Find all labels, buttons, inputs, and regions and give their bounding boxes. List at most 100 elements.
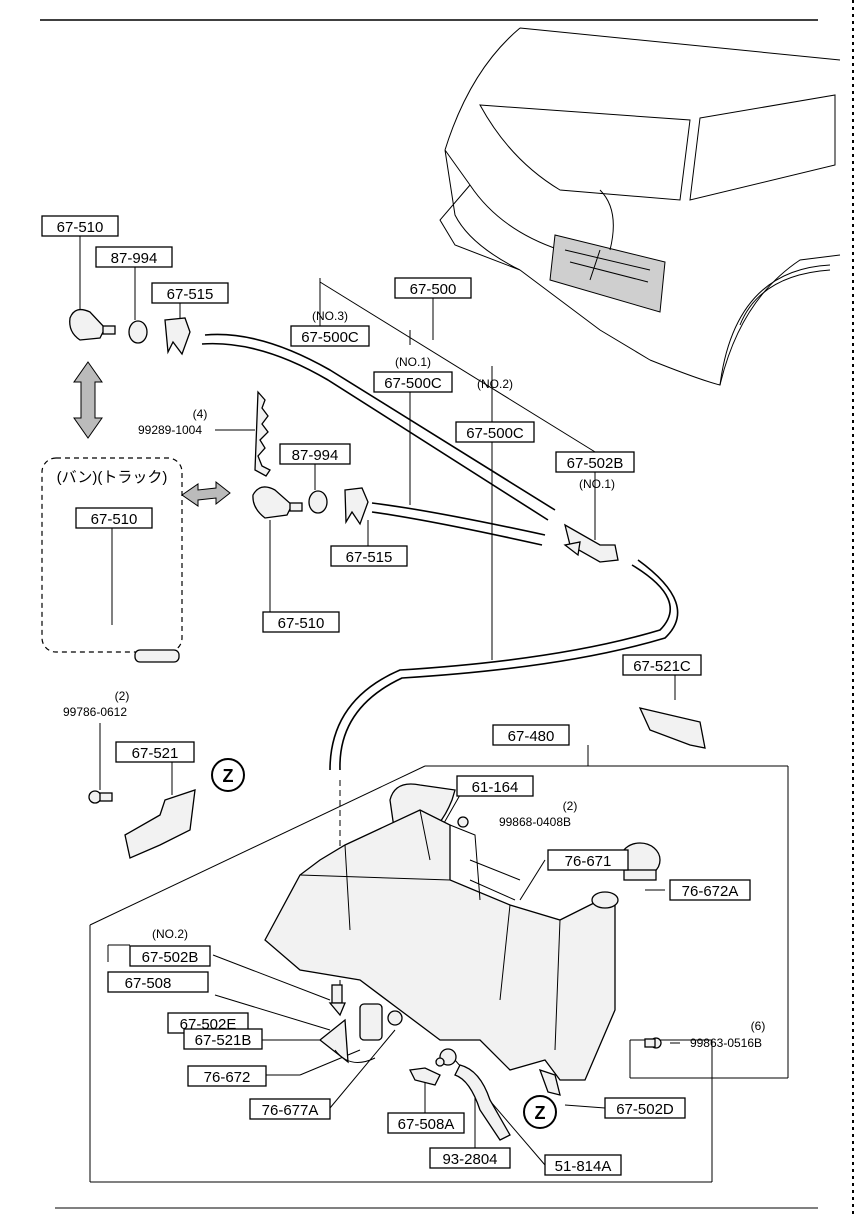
pump-icon	[318, 1003, 383, 1064]
grommet-icon	[308, 490, 328, 514]
svg-text:51-814A: 51-814A	[555, 1158, 612, 1175]
part-label[interactable]: 67-515	[151, 282, 229, 304]
svg-text:67-515: 67-515	[346, 549, 393, 566]
part-label[interactable]: 67-502D	[604, 1097, 686, 1119]
svg-text:76-672: 76-672	[204, 1069, 251, 1086]
part-label[interactable]: 67-510	[262, 611, 340, 633]
svg-text:61-164: 61-164	[472, 779, 519, 796]
part-label[interactable]: 67-500C	[455, 421, 535, 443]
washer-tank-icon	[264, 809, 616, 1081]
part-label[interactable]: 76-671	[547, 849, 629, 871]
part-label[interactable]: 67-521C	[622, 654, 702, 676]
grommet-icon	[387, 1010, 457, 1066]
svg-text:76-672A: 76-672A	[682, 883, 739, 900]
hose-lines	[201, 333, 679, 771]
svg-text:67-510: 67-510	[91, 511, 138, 528]
part-label[interactable]: 67-510	[41, 215, 119, 237]
connector-icon	[409, 1057, 445, 1086]
part-label[interactable]: 67-502B	[129, 945, 211, 967]
grommet-icon	[128, 320, 148, 344]
svg-text:67-521B: 67-521B	[195, 1032, 252, 1049]
svg-text:67-500C: 67-500C	[466, 425, 524, 442]
svg-text:67-502D: 67-502D	[616, 1101, 674, 1118]
part-number-text: 99868-0408B	[499, 815, 571, 829]
part-label[interactable]: 67-500	[394, 277, 472, 299]
part-number-text: 99786-0612	[63, 705, 127, 719]
note-text: (2)	[563, 799, 578, 813]
part-label[interactable]: 93-2804	[429, 1147, 511, 1169]
svg-text:87-994: 87-994	[111, 250, 158, 267]
svg-text:76-671: 76-671	[565, 853, 612, 870]
z-marker-text: Z	[223, 766, 234, 786]
note-text: (6)	[751, 1019, 766, 1033]
vehicle-outline-icon	[439, 27, 841, 386]
note-text: (NO.2)	[152, 927, 188, 941]
bracket-icon	[638, 707, 706, 749]
svg-text:67-521C: 67-521C	[633, 658, 691, 675]
svg-text:67-500C: 67-500C	[301, 329, 359, 346]
screw-icon	[457, 816, 469, 828]
variant-box	[41, 457, 183, 653]
part-label[interactable]: 51-814A	[544, 1154, 622, 1176]
svg-text:67-502B: 67-502B	[567, 455, 624, 472]
part-label[interactable]: 67-502B	[555, 451, 635, 473]
svg-text:67-510: 67-510	[57, 219, 104, 236]
variant-text: (バン)(トラック)	[57, 469, 168, 486]
svg-text:67-500: 67-500	[410, 281, 457, 298]
part-label[interactable]: 67-508A	[387, 1112, 465, 1134]
svg-text:67-508: 67-508	[125, 975, 172, 992]
svg-text:87-994: 87-994	[292, 447, 339, 464]
tube-icon	[454, 1064, 511, 1141]
z-marker-icon	[523, 1095, 557, 1129]
part-label[interactable]: 67-500C	[373, 371, 453, 393]
note-text: (2)	[115, 689, 130, 703]
svg-text:67-502B: 67-502B	[142, 949, 199, 966]
part-number-text: 99289-1004	[138, 423, 202, 437]
clip-icon	[164, 317, 191, 356]
valve-icon	[538, 1068, 561, 1096]
nozzle-icon	[252, 486, 303, 519]
svg-text:67-508A: 67-508A	[398, 1116, 455, 1133]
svg-text:67-500C: 67-500C	[384, 375, 442, 392]
note-text: (4)	[193, 407, 208, 421]
part-label[interactable]: 76-677A	[249, 1098, 331, 1120]
part-label[interactable]: 67-480	[492, 724, 570, 746]
part-label[interactable]: 67-521	[115, 741, 195, 763]
note-text: (NO.3)	[312, 309, 348, 323]
part-label[interactable]: 67-500C	[290, 325, 370, 347]
screw-icon	[254, 390, 271, 477]
part-label[interactable]: 67-508	[107, 971, 209, 993]
bolt-icon	[88, 790, 113, 804]
z-marker-text: Z	[535, 1103, 546, 1123]
note-text: (NO.1)	[395, 355, 431, 369]
filler-neck-icon	[591, 891, 619, 909]
part-label[interactable]: 87-994	[95, 246, 173, 268]
part-label[interactable]: 76-672	[187, 1065, 267, 1087]
joint-pipe-icon	[134, 649, 180, 663]
part-label[interactable]: 67-521B	[183, 1028, 263, 1050]
part-label[interactable]: 67-510	[75, 507, 153, 529]
note-text: (NO.2)	[477, 377, 513, 391]
fitting-icon	[328, 984, 346, 1017]
svg-text:93-2804: 93-2804	[442, 1151, 497, 1168]
part-label[interactable]: 67-515	[330, 545, 408, 567]
note-text: (NO.1)	[579, 477, 615, 491]
z-marker-icon	[211, 758, 245, 792]
part-number-text: 99863-0516B	[690, 1036, 762, 1050]
swap-arrow-icon	[73, 361, 231, 507]
svg-text:67-515: 67-515	[167, 286, 214, 303]
bolt-icon	[644, 1037, 662, 1049]
svg-text:76-677A: 76-677A	[262, 1102, 319, 1119]
joint-icon	[563, 523, 619, 563]
part-label[interactable]: 87-994	[279, 443, 351, 465]
clip-icon	[344, 487, 369, 526]
part-label[interactable]: 76-672A	[669, 879, 751, 901]
svg-text:67-480: 67-480	[508, 728, 555, 745]
svg-text:67-521: 67-521	[132, 745, 179, 762]
part-label[interactable]: 61-164	[456, 775, 534, 797]
nozzle-icon	[69, 308, 116, 341]
bracket-icon	[124, 789, 196, 859]
svg-text:67-510: 67-510	[278, 615, 325, 632]
